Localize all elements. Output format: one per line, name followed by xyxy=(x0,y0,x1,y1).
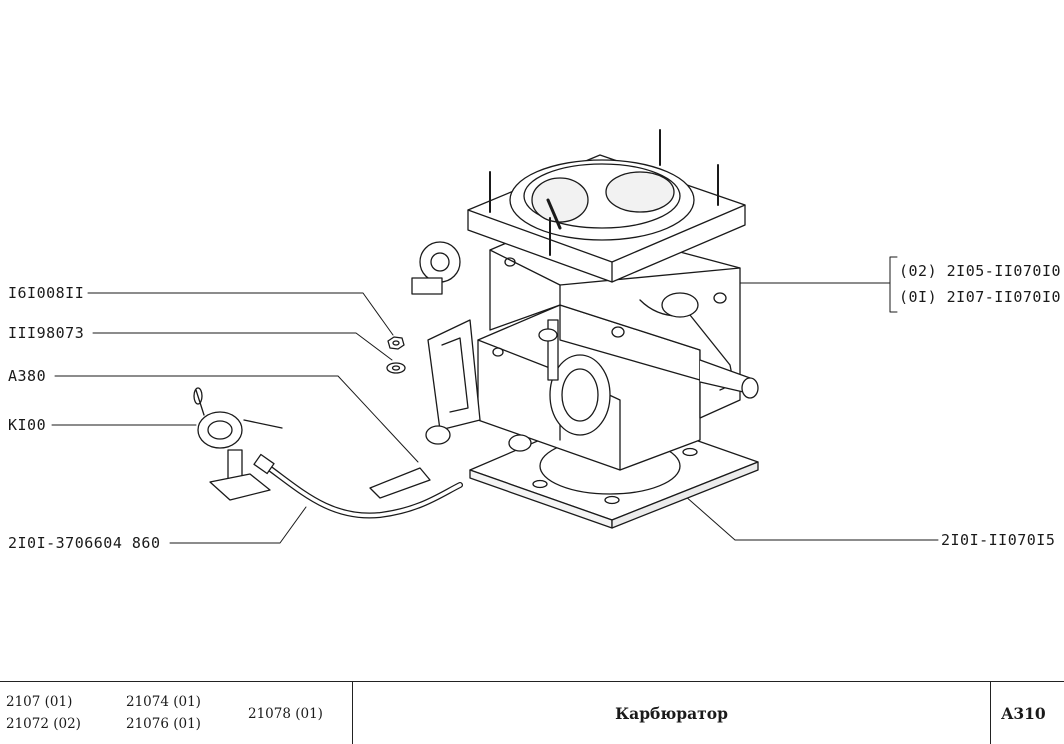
model-label: 21076 (01) xyxy=(126,716,201,732)
leader-gasket xyxy=(675,487,939,541)
check-valve xyxy=(193,387,283,501)
model-applicability: 2107 (01) 21072 (02) 21074 (01) 21076 (0… xyxy=(0,682,353,744)
model-label: 21074 (01) xyxy=(126,694,201,710)
model-label: 2107 (01) xyxy=(6,694,73,710)
callout-washer: III98073 xyxy=(8,324,85,342)
variant-bracket xyxy=(889,256,898,313)
section-code-text: A310 xyxy=(1001,704,1046,723)
section-code: A310 xyxy=(991,682,1064,744)
carburetor-body xyxy=(411,129,759,471)
diagram-title-text: Карбюратор xyxy=(615,704,728,723)
callout-gasket: 2I0I-II070I5 xyxy=(941,531,1056,549)
studs xyxy=(489,129,719,256)
carburetor-illustration xyxy=(51,129,939,544)
nut-and-washer xyxy=(386,336,406,374)
callout-carb-variant-02: (02) 2I05-II070I0 xyxy=(899,262,1062,280)
title-block: 2107 (01) 21072 (02) 21074 (01) 21076 (0… xyxy=(0,681,1064,744)
leader-lines xyxy=(51,256,939,544)
fuel-hose xyxy=(253,453,463,519)
model-label: 21078 (01) xyxy=(248,706,323,722)
callout-valve: KI00 xyxy=(8,416,47,434)
callout-carb-variant-01: (0I) 2I07-II070I0 xyxy=(899,288,1062,306)
diagram-title: Карбюратор xyxy=(353,682,991,744)
leader-hose-clamp xyxy=(54,375,419,463)
leader-nut xyxy=(87,292,394,336)
callout-nut: I6I008II xyxy=(8,284,85,302)
leader-washer xyxy=(92,332,393,361)
callout-hose-clamp: A380 xyxy=(8,367,47,385)
exploded-parts-diagram: I6I008II III98073 A380 KI00 2I0I-3706604… xyxy=(8,129,1062,552)
callout-hose: 2I0I-3706604 860 xyxy=(8,534,161,552)
leader-hose xyxy=(169,506,307,544)
model-label: 21072 (02) xyxy=(6,716,81,732)
